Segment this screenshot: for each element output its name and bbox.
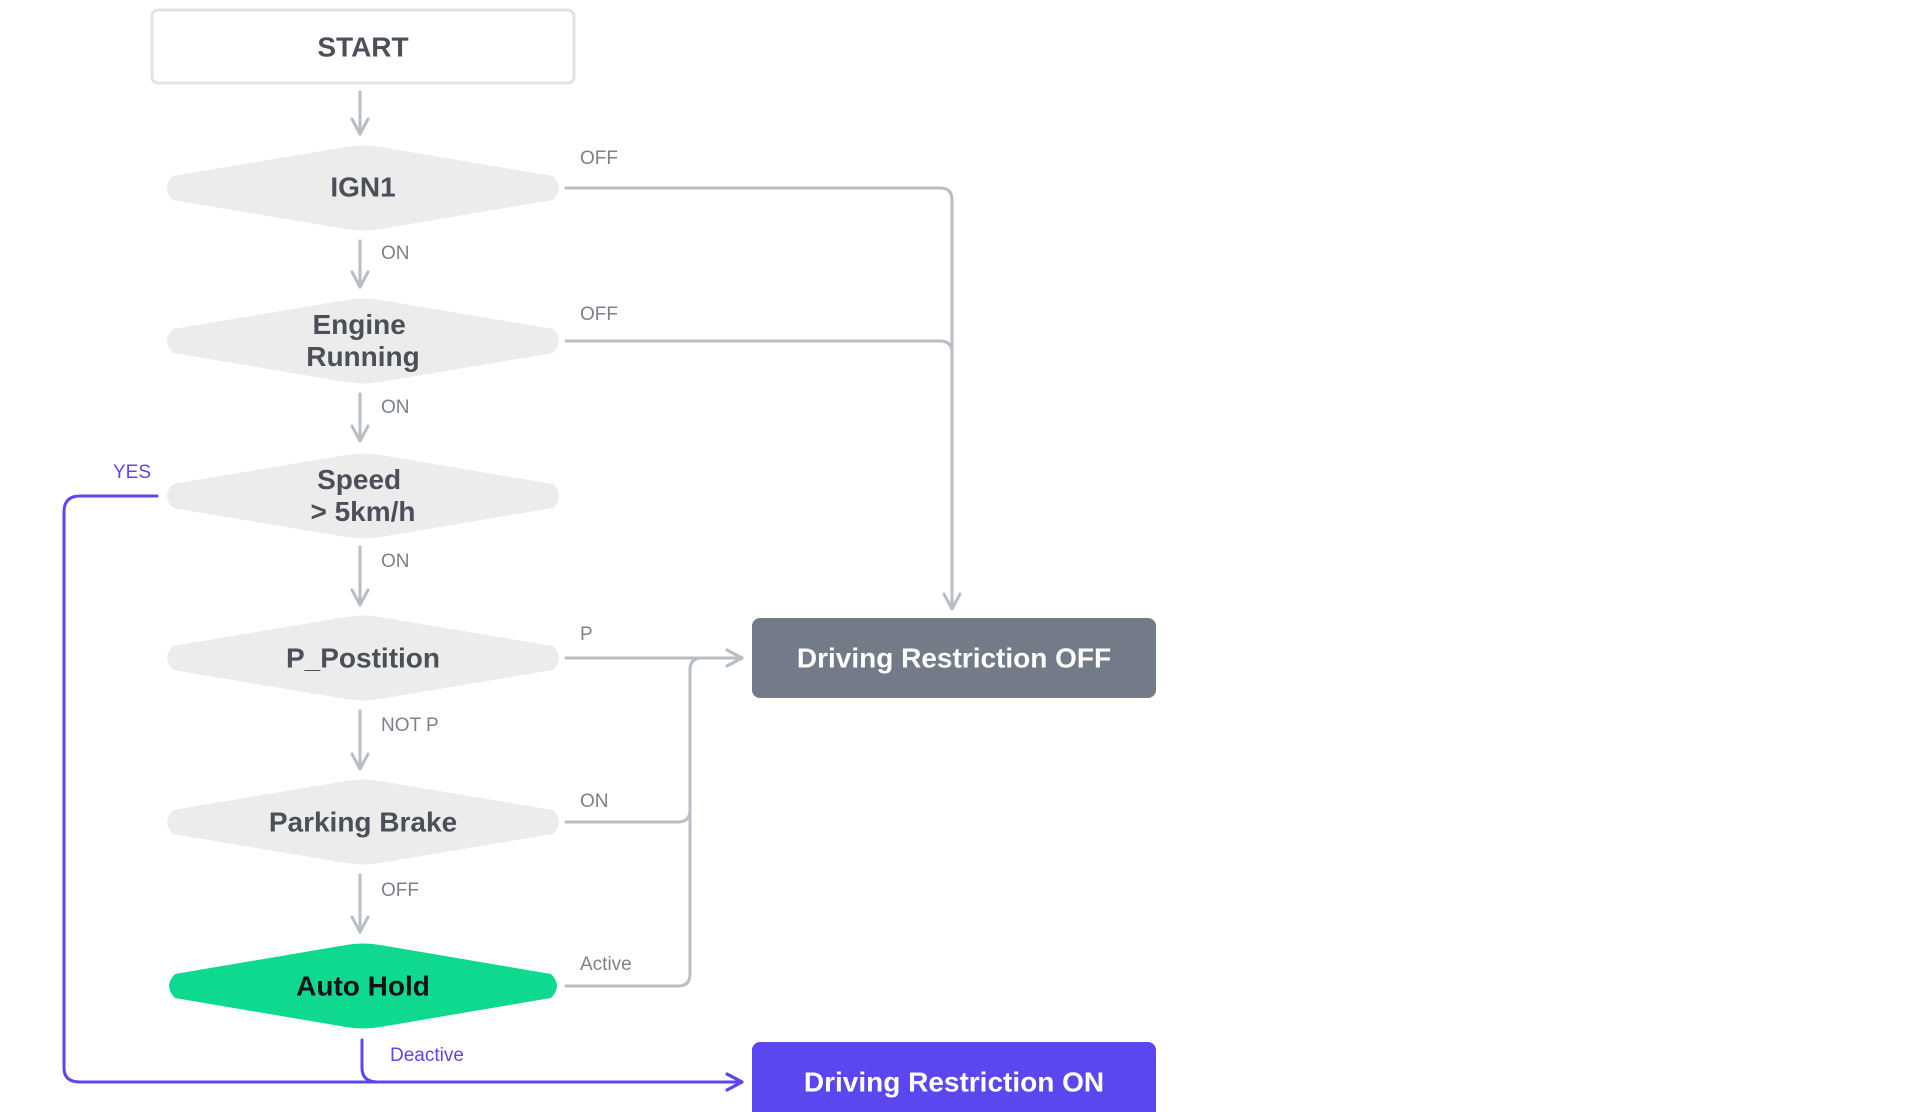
edge-speed-yes <box>62 494 744 1092</box>
engine-running-decision <box>167 298 559 384</box>
label-speed-on: ON <box>381 551 410 572</box>
engine-running-label: Engine Running <box>306 309 420 372</box>
parking-brake-label: Parking Brake <box>269 807 457 838</box>
label-pposition-not-p: NOT P <box>381 715 439 736</box>
label-ign1-on: ON <box>381 243 410 264</box>
engine-running-label-line1: Engine <box>312 309 405 340</box>
speed-label-line1: Speed <box>317 464 401 495</box>
auto-hold-label: Auto Hold <box>296 971 430 1002</box>
parking-brake-decision <box>167 779 559 865</box>
restriction-on-node <box>752 1042 1156 1112</box>
label-autohold-active: Active <box>580 954 632 975</box>
label-parkingbrake-off: OFF <box>381 880 419 901</box>
edge-engine-off <box>564 339 954 402</box>
label-autohold-deactive: Deactive <box>390 1045 464 1066</box>
ign1-decision-label: IGN1 <box>330 172 395 203</box>
label-pposition-p: P <box>580 624 593 645</box>
auto-hold-decision <box>169 943 557 1029</box>
speed-decision <box>167 453 559 539</box>
label-parkingbrake-on: ON <box>580 791 609 812</box>
label-engine-on: ON <box>381 397 410 418</box>
edge-ign1-off <box>564 186 962 611</box>
restriction-off-node <box>752 618 1156 698</box>
label-speed-yes: YES <box>113 462 151 483</box>
restriction-on-label: Driving Restriction ON <box>804 1067 1104 1098</box>
p-position-decision <box>167 615 559 701</box>
engine-running-label-line2: Running <box>306 341 420 372</box>
speed-label: Speed > 5km/h <box>310 464 415 527</box>
start-node <box>150 8 576 85</box>
speed-label-line2: > 5km/h <box>310 496 415 527</box>
edge-autohold-active <box>564 808 692 988</box>
start-node-label: START <box>317 32 408 63</box>
p-position-label: P_Postition <box>286 643 440 674</box>
edge-parkingbrake-on <box>564 648 744 824</box>
edge-autohold-deactive <box>360 1038 744 1092</box>
restriction-off-label: Driving Restriction OFF <box>797 643 1111 674</box>
ign1-decision <box>167 145 559 231</box>
label-engine-off: OFF <box>580 304 618 325</box>
label-ign1-off: OFF <box>580 148 618 169</box>
